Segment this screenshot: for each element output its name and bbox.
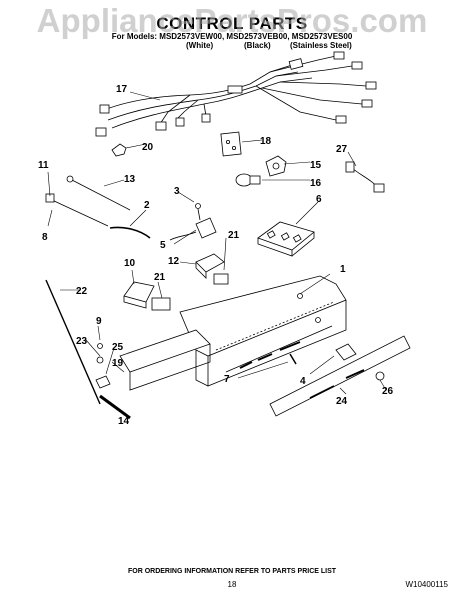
part-21-label-a	[213, 273, 229, 285]
callout-1: 1	[340, 264, 346, 275]
part-16-bulb	[235, 173, 261, 187]
variant-white: (White)	[186, 41, 214, 50]
part-21-label-b	[151, 297, 171, 311]
callout-3: 3	[174, 186, 180, 197]
part-18-plate	[220, 131, 242, 157]
part-26-knob	[375, 371, 385, 381]
callout-18: 18	[260, 136, 272, 147]
part-5-control	[169, 203, 217, 241]
callout-23: 23	[76, 336, 88, 347]
callout-4: 4	[300, 376, 306, 387]
callout-9: 9	[96, 316, 102, 327]
part-2-tube	[109, 226, 151, 239]
callout-26: 26	[382, 386, 394, 397]
callout-2: 2	[144, 200, 150, 211]
page-number: 18	[227, 580, 237, 589]
callout-14: 14	[118, 416, 130, 427]
part-10-bracket	[123, 281, 155, 309]
part-23-screw	[96, 356, 104, 364]
document-number: W10400115	[405, 580, 448, 589]
part-4-bracket	[335, 343, 357, 361]
part-22-rod	[45, 279, 101, 405]
watermark: AppliancePartsPros.com	[36, 2, 428, 39]
part-1-housing	[179, 275, 347, 387]
part-7-screw	[289, 353, 297, 365]
wire-harness-17	[95, 51, 377, 137]
part-6-control-board	[257, 221, 315, 257]
callout-12: 12	[168, 256, 180, 267]
part-27-wire	[345, 161, 385, 193]
callout-25: 25	[112, 342, 124, 353]
callout-7: 7	[224, 374, 230, 385]
callout-labels: 17 20 18 15 16 27 6 13 11 3 2 8 5 21 12 …	[38, 84, 394, 427]
callout-21-b: 21	[154, 272, 166, 283]
models-line: For Models: MSD2573VEW00, MSD2573VEB00, …	[111, 32, 353, 41]
callout-15: 15	[310, 160, 322, 171]
callout-10: 10	[124, 258, 136, 269]
part-20-clip	[111, 143, 127, 157]
callout-19: 19	[112, 358, 124, 369]
callout-27: 27	[336, 144, 348, 155]
part-12-bracket	[195, 253, 225, 279]
callout-20: 20	[142, 142, 154, 153]
callout-5: 5	[160, 240, 166, 251]
ordering-info: FOR ORDERING INFORMATION REFER TO PARTS …	[127, 568, 337, 575]
callout-17: 17	[116, 84, 128, 95]
part-24-trim	[269, 335, 411, 417]
callout-21-a: 21	[228, 230, 240, 241]
page-title: CONTROL PARTS	[156, 14, 308, 33]
callout-16: 16	[310, 178, 322, 189]
variant-black: (Black)	[244, 41, 271, 50]
part-8-wire	[45, 193, 109, 227]
callout-22: 22	[76, 286, 88, 297]
part-15-socket	[265, 155, 287, 177]
callout-6: 6	[316, 194, 322, 205]
leader-lines	[47, 91, 387, 415]
part-25-clip	[95, 375, 111, 389]
part-13-wire	[66, 175, 131, 211]
callout-11: 11	[38, 160, 49, 171]
part-19-light-shield	[119, 329, 211, 391]
callout-24: 24	[336, 396, 348, 407]
part-9-screw	[97, 343, 103, 349]
callout-13: 13	[124, 174, 136, 185]
variant-stainless: (Stainless Steel)	[290, 41, 352, 50]
callout-8: 8	[42, 232, 48, 243]
